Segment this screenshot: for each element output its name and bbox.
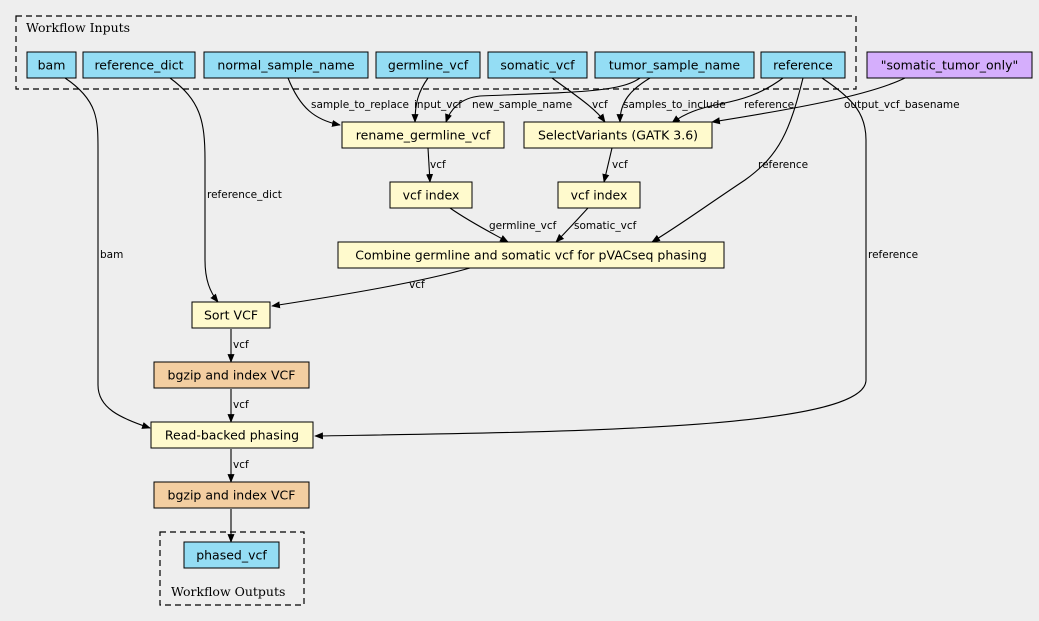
node-read-backed-phasing-box: [150, 421, 314, 449]
edge-label-reference-rbp: reference: [868, 249, 918, 261]
node-vcf-index-germline[interactable]: vcf index: [389, 181, 473, 209]
node-reference-dict-label: reference_dict: [94, 58, 183, 73]
edge-label-reference-combine: reference: [758, 159, 808, 171]
node-phased-vcf[interactable]: phased_vcf: [183, 541, 280, 569]
node-sort-vcf[interactable]: Sort VCF: [191, 301, 271, 329]
node-bam-label: bam: [38, 58, 66, 73]
node-bgzip-index-2-box: [153, 481, 310, 509]
edge-germline-vcf: [449, 207, 509, 243]
node-vcf-index-somatic-label: vcf index: [571, 188, 628, 203]
edge-label-vcf-rbp-bgzip: vcf: [233, 459, 249, 471]
edge-label-reference-dict: reference_dict: [207, 189, 282, 201]
edge-label-vcf-select-index: vcf: [612, 159, 628, 171]
node-sort-vcf-box: [191, 301, 271, 329]
node-read-backed-phasing-label: Read-backed phasing: [165, 428, 299, 443]
edge-label-samples-to-include: samples_to_include: [623, 99, 726, 111]
edge-reference-rbp: [314, 77, 867, 440]
node-read-backed-phasing[interactable]: Read-backed phasing: [150, 421, 314, 449]
edge-output-vcf-basename: [711, 77, 906, 125]
edge-new-sample-name: [445, 77, 641, 123]
node-vcf-index-germline-label: vcf index: [403, 188, 460, 203]
edge-label-reference-sv: reference: [744, 99, 794, 111]
node-germline-vcf-box: [375, 51, 481, 79]
edge-label-vcf-sort-bgzip: vcf: [233, 339, 249, 351]
node-select-variants-label: SelectVariants (GATK 3.6): [538, 128, 698, 143]
edge-label-bam: bam: [100, 249, 123, 261]
node-vcf-index-somatic[interactable]: vcf index: [557, 181, 641, 209]
edge-somatic-vcf: [555, 207, 589, 243]
node-bgzip-index-1[interactable]: bgzip and index VCF: [153, 361, 310, 389]
node-tumor-sample-name-label: tumor_sample_name: [609, 58, 740, 73]
node-select-variants[interactable]: SelectVariants (GATK 3.6): [523, 121, 713, 149]
node-reference-dict-box: [82, 51, 196, 79]
node-tumor-sample-name[interactable]: tumor_sample_name: [594, 51, 755, 79]
edge-label-vcf-combine-sort: vcf: [409, 279, 425, 291]
edge-label-vcf-sv: vcf: [592, 99, 608, 111]
node-reference-box: [760, 51, 846, 79]
node-bam[interactable]: bam: [26, 51, 77, 79]
node-normal-sample-name[interactable]: normal_sample_name: [203, 51, 369, 79]
edge-label-output-vcf-basename: output_vcf_basename: [844, 99, 960, 111]
node-somatic-vcf-label: somatic_vcf: [500, 58, 575, 73]
node-rename-germline-vcf[interactable]: rename_germline_vcf: [341, 121, 505, 149]
node-somatic-vcf[interactable]: somatic_vcf: [487, 51, 588, 79]
node-bgzip-index-2-label: bgzip and index VCF: [168, 488, 296, 503]
edge-label-vcf-bgzip-rbp: vcf: [233, 399, 249, 411]
node-normal-sample-name-label: normal_sample_name: [217, 58, 355, 73]
workflow-inputs-cluster: [15, 15, 857, 90]
node-reference-label: reference: [773, 58, 833, 73]
node-rename-germline-vcf-box: [341, 121, 505, 149]
node-combine-label: Combine germline and somatic vcf for pVA…: [355, 248, 707, 263]
edge-label-vcf-rename-index: vcf: [430, 159, 446, 171]
node-somatic-vcf-box: [487, 51, 588, 79]
edge-select-to-index: [602, 147, 613, 183]
edge-reference-dict: [169, 77, 219, 303]
node-select-variants-box: [523, 121, 713, 149]
edge-reference-combine: [651, 77, 804, 243]
node-somatic-tumor-only-label: "somatic_tumor_only": [881, 58, 1018, 73]
node-somatic-tumor-only[interactable]: "somatic_tumor_only": [866, 51, 1033, 79]
node-rename-germline-vcf-label: rename_germline_vcf: [356, 128, 491, 143]
node-combine[interactable]: Combine germline and somatic vcf for pVA…: [337, 241, 725, 269]
edge-label-germline-vcf: germline_vcf: [489, 220, 557, 232]
edge-rename-to-index: [426, 147, 434, 183]
edge-reference-selectvariants: [671, 77, 784, 124]
node-bgzip-index-2[interactable]: bgzip and index VCF: [153, 481, 310, 509]
node-bgzip-index-1-label: bgzip and index VCF: [168, 368, 296, 383]
workflow-outputs-label: Workflow Outputs: [171, 584, 285, 599]
node-sort-vcf-label: Sort VCF: [204, 308, 258, 323]
node-vcf-index-somatic-box: [557, 181, 641, 209]
edge-input-vcf: [411, 77, 429, 123]
workflow-inputs-label: Workflow Inputs: [26, 20, 130, 35]
node-combine-box: [337, 241, 725, 269]
node-phased-vcf-label: phased_vcf: [196, 548, 267, 563]
edge-bam: [64, 77, 151, 429]
edge-label-sample-to-replace: sample_to_replace: [311, 99, 409, 111]
node-normal-sample-name-box: [203, 51, 369, 79]
edge-label-new-sample-name: new_sample_name: [472, 99, 572, 111]
edge-combine-to-sort: [271, 267, 471, 309]
workflow-outputs-cluster: [159, 531, 305, 606]
node-tumor-sample-name-box: [594, 51, 755, 79]
node-somatic-tumor-only-box: [866, 51, 1033, 79]
node-bgzip-index-1-box: [153, 361, 310, 389]
edge-label-somatic-vcf: somatic_vcf: [574, 220, 637, 232]
edge-vcf-selectvariants: [551, 77, 606, 123]
node-vcf-index-germline-box: [389, 181, 473, 209]
node-reference-dict[interactable]: reference_dict: [82, 51, 196, 79]
node-germline-vcf[interactable]: germline_vcf: [375, 51, 481, 79]
node-bam-box: [26, 51, 77, 79]
node-germline-vcf-label: germline_vcf: [388, 58, 469, 73]
node-reference[interactable]: reference: [760, 51, 846, 79]
edge-label-input-vcf: input_vcf: [414, 99, 462, 111]
edge-samples-to-include: [616, 77, 651, 123]
node-phased-vcf-box: [183, 541, 280, 569]
edge-sample-to-replace: [287, 77, 341, 127]
